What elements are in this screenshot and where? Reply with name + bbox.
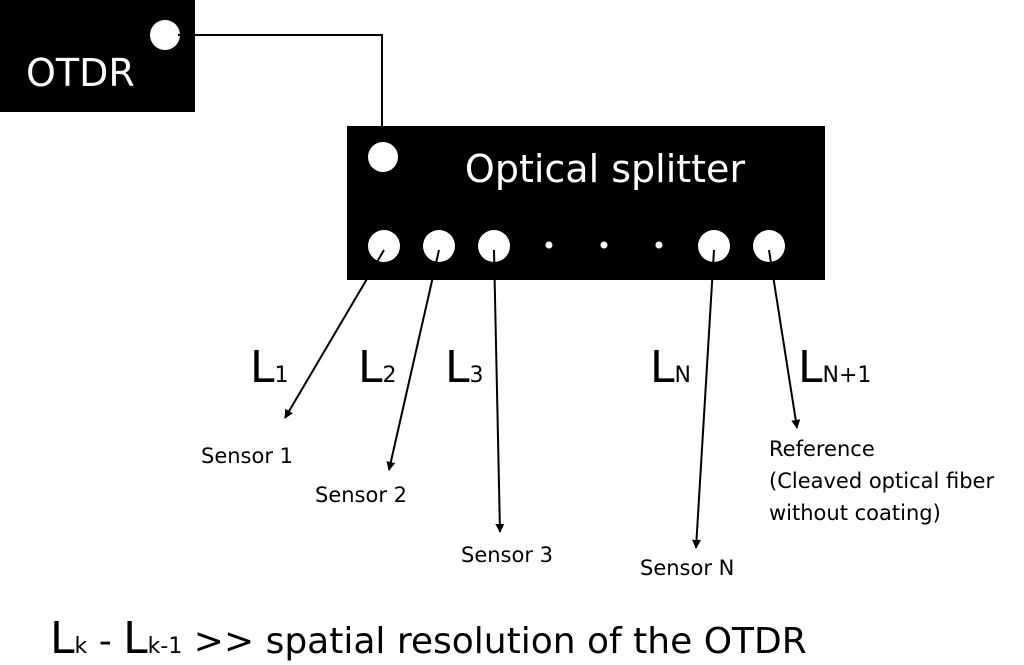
sensor-label-3: Sensor 3: [461, 543, 553, 567]
splitter-output-port-3: [478, 230, 510, 262]
splitter-dot-3: •: [652, 232, 666, 260]
sensor-label-1: Sensor 1: [201, 444, 293, 468]
length-label-n: LN: [650, 342, 691, 393]
fiber-arrow-3: [493, 249, 505, 533]
length-label-reference: LN+1: [798, 342, 871, 393]
sensor-label-2: Sensor 2: [315, 483, 407, 507]
otdr-to-splitter-fiber: [178, 34, 383, 155]
sensor-label-n: Sensor N: [640, 556, 734, 580]
splitter-output-port-1: [368, 230, 400, 262]
otdr-box: [0, 0, 195, 112]
length-label-2: L2: [358, 342, 397, 393]
fiber-arrow-2: [386, 249, 440, 471]
reference-note-line2: without coating): [769, 501, 941, 525]
otdr-output-port: [150, 20, 180, 50]
splitter-dot-1: •: [542, 232, 556, 260]
reference-note-line1: (Cleaved optical fiber: [769, 469, 994, 493]
length-label-3: L3: [445, 342, 484, 393]
fiber-arrow-reference: [768, 249, 801, 429]
splitter-output-port-2: [423, 230, 455, 262]
splitter-output-port-n: [698, 230, 730, 262]
splitter-output-port-reference: [753, 230, 785, 262]
length-label-1: L1: [250, 342, 289, 393]
splitter-input-port: [368, 142, 398, 172]
splitter-label: Optical splitter: [465, 147, 746, 191]
fiber-arrow-n: [691, 249, 715, 549]
splitter-dot-2: •: [597, 232, 611, 260]
fiber-arrow-1: [284, 249, 385, 419]
reference-label: Reference: [769, 437, 875, 461]
otdr-label: OTDR: [26, 51, 135, 95]
spatial-resolution-formula: Lk - Lk-1 >> spatial resolution of the O…: [50, 613, 807, 664]
